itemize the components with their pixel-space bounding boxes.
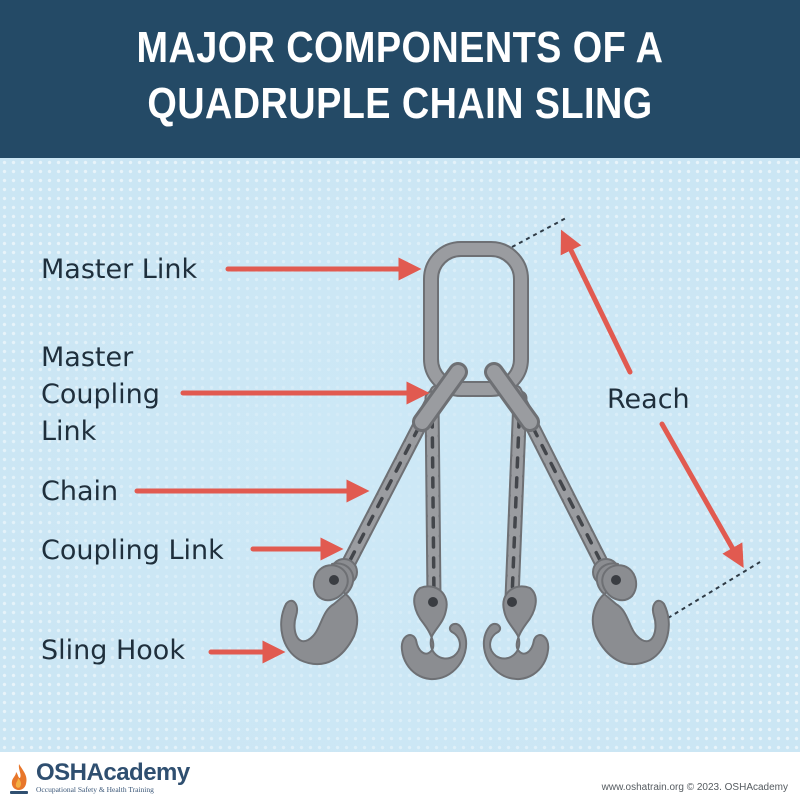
arrow-reach-down [659,421,744,569]
label-reach: Reach [607,384,690,415]
label-sling-hook: Sling Hook [41,635,185,666]
logo-tagline: Occupational Safety & Health Training [36,785,154,794]
arrow-reach-up [560,229,633,375]
label-master-link: Master Link [41,254,198,285]
page-title: MAJOR COMPONENTS OF A QUADRUPLE CHAIN SL… [56,20,744,132]
label-coupling-link: Coupling Link [41,535,224,566]
copyright-credit: www.oshatrain.org © 2023. OSHAcademy [601,782,788,793]
chain-legs [336,384,614,606]
header-banner: MAJOR COMPONENTS OF A QUADRUPLE CHAIN SL… [0,0,800,158]
reach-guides [511,216,761,619]
master-coupling-links [412,362,540,432]
callout-arrows [134,229,744,664]
chain-leg-3 [504,390,528,606]
master-link [423,241,529,397]
sling-hook-1 [280,562,359,666]
master-link-face [425,243,527,395]
label-master-coupling-link: Master Coupling Link [41,339,160,450]
title-line-1: MAJOR COMPONENTS OF A [136,23,664,72]
reach-guide-bottom [667,561,761,619]
reach-guide-top [511,216,569,248]
sling-hooks [280,562,670,681]
title-line-2: QUADRUPLE CHAIN SLING [147,79,653,128]
label-chain: Chain [41,476,119,507]
osha-academy-logo: OSHAcademy Occupational Safety & Health … [6,758,190,798]
sling-hook-2 [400,585,468,681]
logo-text: OSHAcademy [36,759,190,786]
coupling-links [330,558,620,586]
sling-hook-3 [482,585,550,681]
chain-leg-2 [424,390,442,606]
label-master-coupling-link-line-3: Link [41,416,97,447]
sling-hook-4 [591,562,670,666]
label-master-coupling-link-line-2: Coupling [41,379,160,410]
label-master-coupling-link-line-1: Master [41,342,134,373]
diagram-panel: Master Link Master Coupling Link Chain C… [0,158,800,752]
footer: OSHAcademy Occupational Safety & Health … [0,752,800,800]
flame-icon [10,764,28,794]
chain-sling-diagram [134,216,761,681]
